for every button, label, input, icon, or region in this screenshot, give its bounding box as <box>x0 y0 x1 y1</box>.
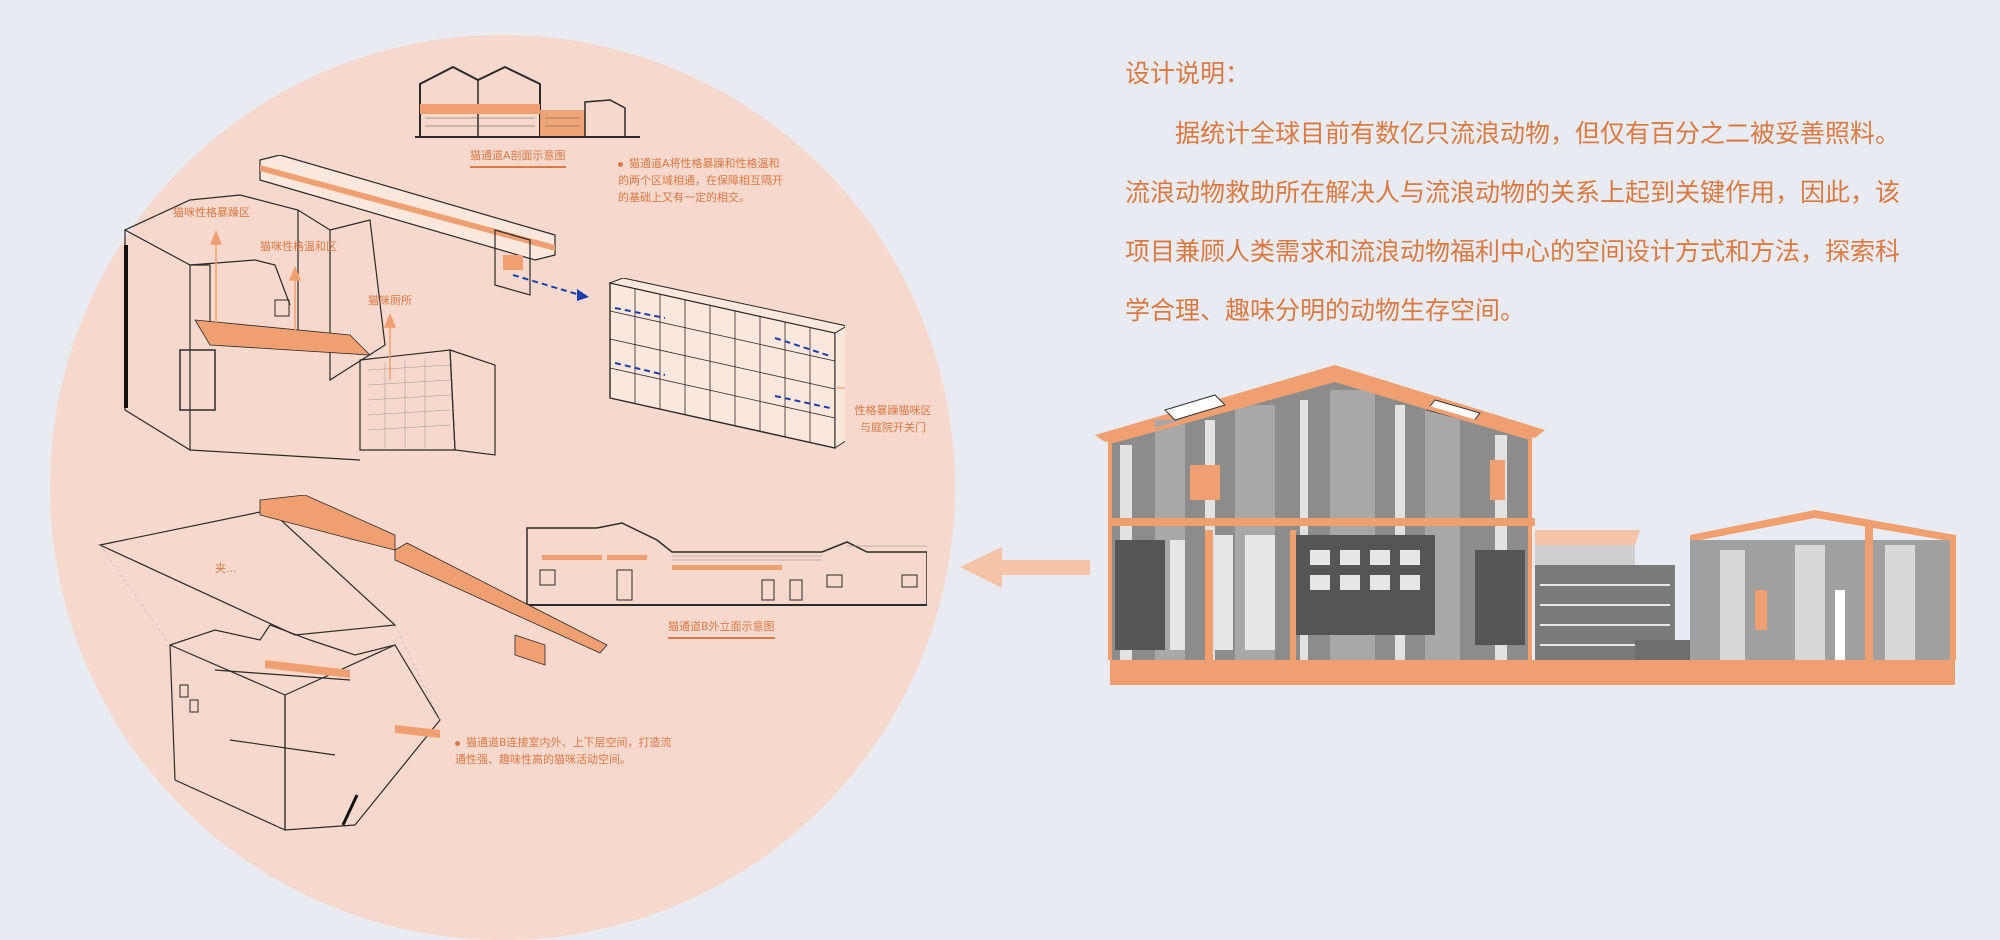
channel-b-note: 猫通道B连接室内外、上下层空间，打造流通性强、趣味性高的猫咪活动空间。 <box>455 736 672 766</box>
design-description-body: 据统计全球目前有数亿只流浪动物，但仅有百分之二被妥善照料。流浪动物救助所在解决人… <box>1125 119 1901 325</box>
design-description-title: 设计说明： <box>1125 59 1251 88</box>
cat-gentle-zone-label: 猫咪性格温和区 <box>260 240 337 253</box>
bullet-icon <box>618 161 623 167</box>
cat-zones-axonometric <box>124 194 496 461</box>
aggressive-courtyard-door-label: 性格暴躁猫咪区与庭院开关门 <box>854 404 932 434</box>
channel-a-section-drawing <box>415 65 640 138</box>
left-arrow-icon <box>960 547 1090 588</box>
small-mark-label: 夹... <box>215 562 237 575</box>
detail-circle-background <box>50 35 955 940</box>
cat-toilet-label: 猫咪厕所 <box>368 294 412 307</box>
channel-b-perspective <box>98 495 608 831</box>
building-section-render <box>1095 365 1956 685</box>
bullet-icon <box>455 740 460 746</box>
cat-aggressive-zone-label: 猫咪性格暴躁区 <box>173 206 250 219</box>
cat-shelving-unit <box>608 278 845 449</box>
channel-b-elevation-drawing <box>522 522 927 606</box>
channel-a-section-label: 猫通道A剖面示意图 <box>470 147 566 168</box>
channel-a-note: 猫通道A将性格暴躁和性格温和的两个区域相通，在保障相互隔开的基础上又有一定的相交… <box>618 157 783 204</box>
channel-a-tube <box>259 155 589 301</box>
channel-b-elevation-label: 猫通道B外立面示意图 <box>668 618 775 639</box>
